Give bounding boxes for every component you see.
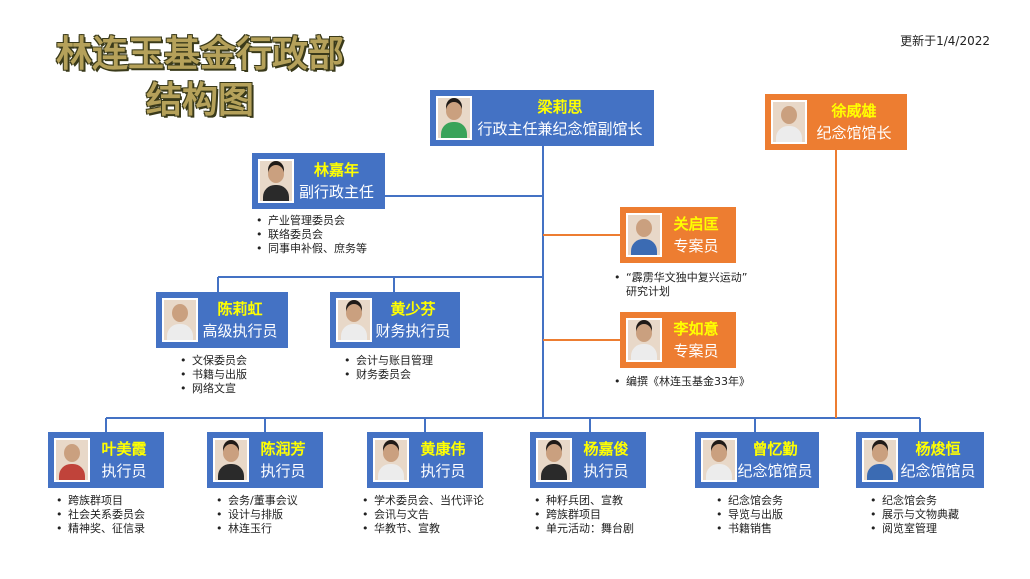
- card-role: 副行政主任: [298, 183, 374, 201]
- portrait-photo: [626, 318, 662, 362]
- card-name: 杨嘉俊: [583, 440, 629, 458]
- note-item: 纪念馆会务: [716, 494, 783, 508]
- note-item: 导览与出版: [716, 508, 783, 522]
- card-name: 杨焌恒: [915, 440, 961, 458]
- note-item: 文保委员会: [180, 354, 247, 368]
- note-item: 单元活动：舞台剧: [534, 522, 634, 536]
- card-role: 行政主任兼纪念馆副馆长: [477, 120, 643, 138]
- notes-yang-jj: 种籽兵团、宣教 跨族群项目 单元活动：舞台剧: [534, 494, 634, 536]
- card-name: 梁莉思: [537, 98, 583, 116]
- note-item: 网络文宣: [180, 382, 247, 396]
- notes-chen-rf: 会务/董事会议 设计与排版 林连玉行: [216, 494, 298, 536]
- portrait-photo: [862, 438, 898, 482]
- note-item: 书籍销售: [716, 522, 783, 536]
- portrait-photo: [162, 298, 198, 342]
- note-item: 编撰《林连玉基金33年》: [614, 375, 750, 389]
- note-item: 跨族群项目: [56, 494, 145, 508]
- card-huang-sf: 黄少芬 财务执行员: [330, 292, 460, 348]
- note-item: 精神奖、征信录: [56, 522, 145, 536]
- card-zeng: 曾忆勤 纪念馆馆员: [695, 432, 819, 488]
- note-item: 学术委员会、当代评论: [362, 494, 484, 508]
- portrait-photo: [54, 438, 90, 482]
- card-ye: 叶美霞 执行员: [48, 432, 164, 488]
- portrait-photo: [701, 438, 737, 482]
- card-name: 曾忆勤: [752, 440, 798, 458]
- portrait-photo: [373, 438, 409, 482]
- portrait-photo: [536, 438, 572, 482]
- card-li: 李如意 专案员: [620, 312, 736, 368]
- card-yang-jj: 杨嘉俊 执行员: [530, 432, 646, 488]
- note-item: 华教节、宣教: [362, 522, 484, 536]
- portrait-photo: [436, 96, 472, 140]
- portrait-photo: [258, 159, 294, 203]
- note-item: 会讯与文告: [362, 508, 484, 522]
- note-item: 研究计划: [626, 285, 670, 298]
- note-item: 书籍与出版: [180, 368, 247, 382]
- card-role: 执行员: [101, 462, 147, 480]
- card-name: 李如意: [673, 320, 719, 338]
- card-name: 叶美霞: [101, 440, 147, 458]
- card-role: 执行员: [420, 462, 466, 480]
- updated-date: 更新于1/4/2022: [900, 34, 990, 48]
- note-item: 展示与文物典藏: [870, 508, 959, 522]
- chart-title: 林连玉基金行政部 结构图: [40, 32, 360, 124]
- note-item: 设计与排版: [216, 508, 298, 522]
- card-role: 财务执行员: [375, 322, 451, 340]
- note-item: 会务/董事会议: [216, 494, 298, 508]
- note-item: 会计与账目管理: [344, 354, 433, 368]
- note-item: 财务委员会: [344, 368, 433, 382]
- note-item: 阅览室管理: [870, 522, 959, 536]
- portrait-photo: [336, 298, 372, 342]
- note-item: 社会关系委员会: [56, 508, 145, 522]
- notes-lin: 产业管理委员会 联络委员会 同事申补假、庶务等: [256, 214, 367, 256]
- portrait-photo: [771, 100, 807, 144]
- card-role: 纪念馆馆长: [816, 124, 892, 142]
- card-role: 专案员: [673, 342, 719, 360]
- card-name: 关启匡: [673, 215, 719, 233]
- note-item: 纪念馆会务: [870, 494, 959, 508]
- card-name: 陈润芳: [260, 440, 306, 458]
- note-item: 林连玉行: [216, 522, 298, 536]
- card-guan: 关启匡 专案员: [620, 207, 736, 263]
- card-name: 黄少芬: [390, 300, 436, 318]
- notes-yang-jh: 纪念馆会务 展示与文物典藏 阅览室管理: [870, 494, 959, 536]
- card-name: 黄康伟: [420, 440, 466, 458]
- card-huang-kw: 黄康伟 执行员: [367, 432, 483, 488]
- card-lin: 林嘉年 副行政主任: [252, 153, 385, 209]
- card-name: 林嘉年: [313, 161, 359, 179]
- card-xu: 徐威雄 纪念馆馆长: [765, 94, 907, 150]
- chart-title-line2: 结构图: [145, 80, 254, 121]
- chart-title-line1: 林连玉基金行政部: [55, 34, 344, 75]
- notes-zeng: 纪念馆会务 导览与出版 书籍销售: [716, 494, 783, 536]
- notes-chen-lh: 文保委员会 书籍与出版 网络文宣: [180, 354, 247, 396]
- card-role: 纪念馆馆员: [900, 462, 976, 480]
- notes-li: 编撰《林连玉基金33年》: [614, 375, 750, 389]
- card-liang: 梁莉思 行政主任兼纪念馆副馆长: [430, 90, 654, 146]
- notes-huang-sf: 会计与账目管理 财务委员会: [344, 354, 433, 382]
- card-role: 执行员: [260, 462, 306, 480]
- card-name: 陈莉虹: [217, 300, 263, 318]
- note-item: 跨族群项目: [534, 508, 634, 522]
- notes-huang-kw: 学术委员会、当代评论 会讯与文告 华教节、宣教: [362, 494, 484, 536]
- note-item: 同事申补假、庶务等: [256, 242, 367, 256]
- notes-guan: “霹雳华文独中复兴运动” 研究计划: [614, 271, 747, 299]
- note-item: 联络委员会: [256, 228, 367, 242]
- notes-ye: 跨族群项目 社会关系委员会 精神奖、征信录: [56, 494, 145, 536]
- card-name: 徐威雄: [831, 102, 877, 120]
- note-item: “霹雳华文独中复兴运动”: [614, 271, 747, 285]
- card-role: 纪念馆馆员: [737, 462, 813, 480]
- card-yang-jh: 杨焌恒 纪念馆馆员: [856, 432, 984, 488]
- card-chen-rf: 陈润芳 执行员: [207, 432, 323, 488]
- card-role: 专案员: [673, 237, 719, 255]
- portrait-photo: [626, 213, 662, 257]
- portrait-photo: [213, 438, 249, 482]
- note-item: 种籽兵团、宣教: [534, 494, 634, 508]
- note-item: 产业管理委员会: [256, 214, 367, 228]
- card-role: 执行员: [583, 462, 629, 480]
- card-role: 高级执行员: [202, 322, 278, 340]
- card-chen-lh: 陈莉虹 高级执行员: [156, 292, 288, 348]
